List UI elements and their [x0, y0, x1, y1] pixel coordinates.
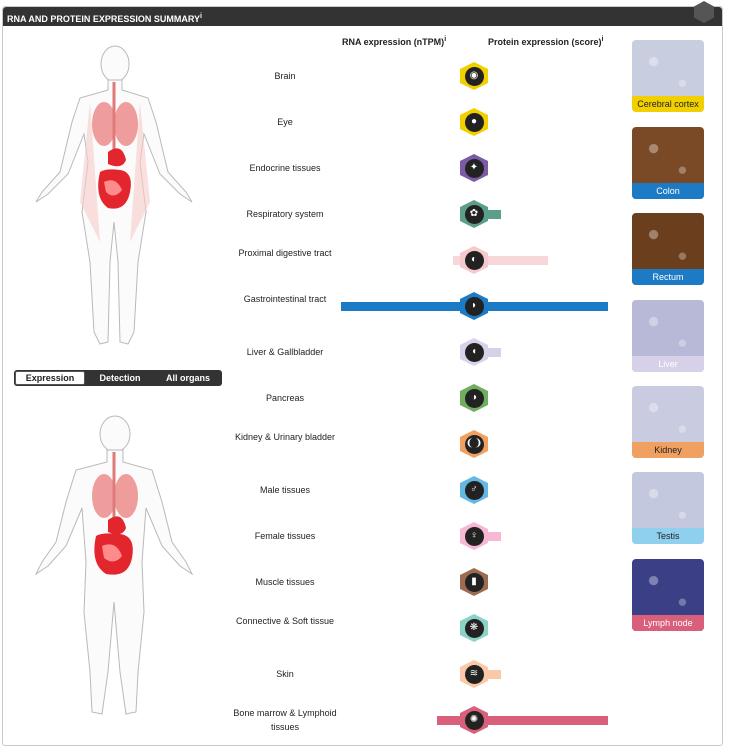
- info-icon[interactable]: i: [444, 36, 447, 43]
- thumbnail-caption: Kidney: [632, 442, 704, 458]
- mouth-icon: ◐: [464, 250, 484, 270]
- protein-expression-bar[interactable]: [474, 716, 608, 725]
- tissue-hexagon[interactable]: ✺: [460, 706, 488, 734]
- tissue-label[interactable]: Respiratory system: [246, 209, 324, 219]
- tissue-label[interactable]: Female tissues: [254, 531, 316, 541]
- panel-title: RNA AND PROTEIN EXPRESSION SUMMARY: [7, 14, 201, 24]
- tissue-thumbnail[interactable]: Kidney: [632, 386, 704, 458]
- tissue-thumbnail[interactable]: Cerebral cortex: [632, 40, 704, 112]
- tissue-thumbnail[interactable]: Colon: [632, 127, 704, 199]
- tissue-hexagon[interactable]: ✦: [460, 154, 488, 182]
- thumbnail-caption: Lymph node: [632, 615, 704, 631]
- info-icon[interactable]: i: [601, 36, 604, 43]
- tissue-hexagon[interactable]: ❋: [460, 614, 488, 642]
- rna-expression-bar[interactable]: [436, 716, 474, 725]
- thumbnail-caption: Liver: [632, 356, 704, 372]
- muscle-icon: ▮: [464, 572, 484, 592]
- thumbnail-caption: Testis: [632, 528, 704, 544]
- eye-icon: ●: [464, 112, 484, 132]
- tissue-label[interactable]: Bone marrow & Lymphoid tissues: [233, 708, 337, 732]
- tab-detection[interactable]: Detection: [99, 373, 141, 383]
- rna-expression-bar[interactable]: [341, 302, 474, 311]
- tissue-thumbnail[interactable]: Testis: [632, 472, 704, 544]
- tissue-hexagon[interactable]: ▮: [460, 568, 488, 596]
- male-body-figure[interactable]: [30, 412, 200, 718]
- tissue-thumbnail[interactable]: Lymph node: [632, 559, 704, 631]
- liver-icon: ◖: [464, 342, 484, 362]
- thumbnail-caption: Colon: [632, 183, 704, 199]
- tissue-label[interactable]: Male tissues: [259, 485, 311, 495]
- thyroid-icon: ✦: [464, 158, 484, 178]
- rna-expression-header: RNA expression (nTPM)i: [342, 36, 447, 47]
- pancreas-icon: ◑: [464, 388, 484, 408]
- tissue-hexagon[interactable]: ♀: [460, 522, 488, 550]
- tissue-label[interactable]: Endocrine tissues: [249, 163, 321, 173]
- tissue-label[interactable]: Connective & Soft tissue: [235, 616, 335, 626]
- tissue-label[interactable]: Proximal digestive tract: [238, 248, 332, 258]
- tissue-label[interactable]: Skin: [276, 669, 294, 679]
- bone-marrow-icon: ✺: [464, 710, 484, 730]
- thumbnail-caption: Rectum: [632, 269, 704, 285]
- lungs-icon: ✿: [464, 204, 484, 224]
- tissue-thumbnail[interactable]: Liver: [632, 300, 704, 372]
- tab-expression[interactable]: Expression: [15, 371, 85, 385]
- thumbnail-caption: Cerebral cortex: [632, 96, 704, 112]
- tissue-label[interactable]: Gastrointestinal tract: [243, 294, 327, 304]
- kidney-icon: ❨❩: [464, 434, 484, 454]
- protein-expression-header: Protein expression (score)i: [488, 36, 604, 47]
- skin-icon: ≋: [464, 664, 484, 684]
- tissue-hexagon[interactable]: ✿: [460, 200, 488, 228]
- panel-titlebar: RNA AND PROTEIN EXPRESSION SUMMARYi: [3, 1, 722, 26]
- uterus-icon: ♀: [464, 526, 484, 546]
- protein-expression-bar[interactable]: [474, 302, 608, 311]
- brain-icon: ◉: [464, 66, 484, 86]
- hexagon-decoration-icon: [694, 1, 714, 23]
- tissue-label[interactable]: Eye: [277, 117, 293, 127]
- stomach-icon: ◗: [464, 296, 484, 316]
- connective-icon: ❋: [464, 618, 484, 638]
- info-icon[interactable]: i: [200, 13, 202, 20]
- tab-all-organs[interactable]: All organs: [165, 373, 210, 383]
- view-tabs: Expression Detection All organs: [14, 370, 222, 386]
- tissue-label[interactable]: Pancreas: [265, 393, 305, 403]
- tissue-label[interactable]: Brain: [274, 71, 296, 81]
- tissue-thumbnail[interactable]: Rectum: [632, 213, 704, 285]
- protein-expression-bar[interactable]: [474, 256, 548, 265]
- tissue-label[interactable]: Muscle tissues: [255, 577, 315, 587]
- tissue-label[interactable]: Liver & Gallbladder: [246, 347, 324, 357]
- tissue-label[interactable]: Kidney & Urinary bladder: [234, 432, 336, 442]
- male-icon: ♂: [464, 480, 484, 500]
- female-body-figure[interactable]: [30, 42, 200, 348]
- tissue-hexagon[interactable]: ≋: [460, 660, 488, 688]
